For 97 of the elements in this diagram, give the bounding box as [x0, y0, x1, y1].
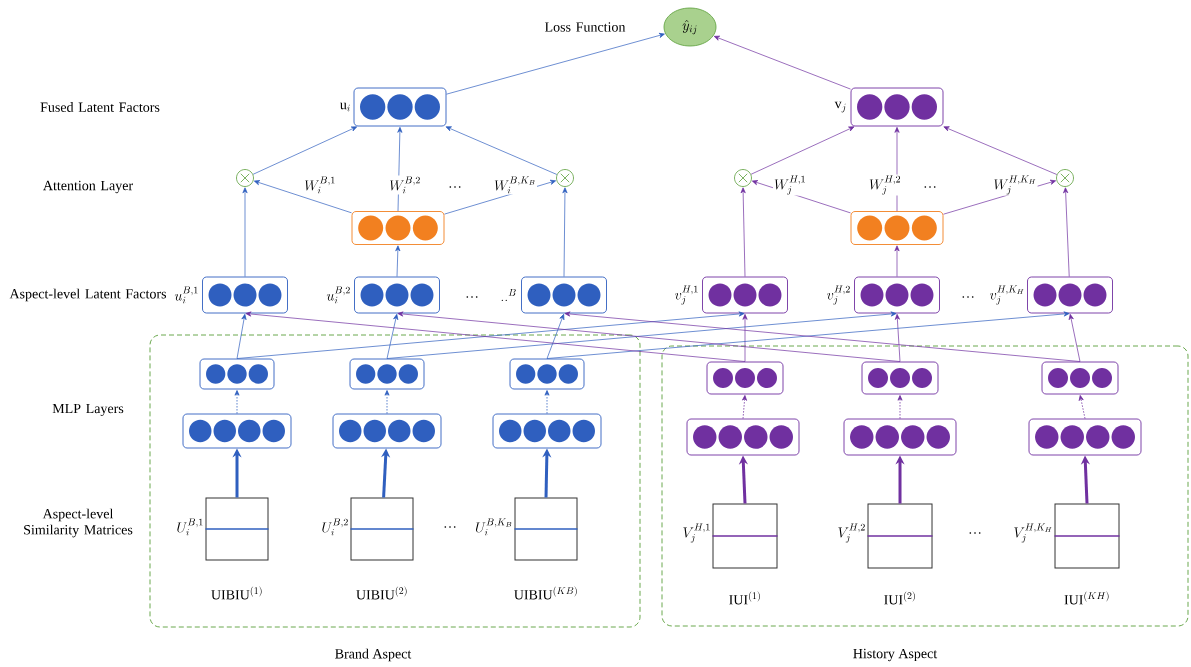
arrow [894, 245, 900, 277]
vector-box [686, 418, 800, 456]
matrix-caption: $\mathrm{UIBIU}^{(1)}$ [211, 586, 262, 600]
matrix-caption: $\mathrm{IUI}^{(1)}$ [729, 591, 760, 605]
multiply-symbol [556, 169, 574, 187]
arrow [386, 313, 399, 359]
vector-label: $\mathrm{v}_j$ [834, 101, 846, 113]
vector-box [1041, 361, 1119, 395]
arrow [384, 390, 390, 414]
matrix-square [1053, 503, 1121, 569]
matrix-caption: $\mathrm{UIBIU}^{(KB)}$ [514, 586, 577, 600]
matrix-square [204, 497, 270, 561]
ellipsis: … [969, 532, 981, 534]
matrix-square [711, 503, 779, 569]
vector-box [854, 276, 940, 314]
matrix-label: $V_j^{H,K_H}$ [1014, 523, 1052, 543]
matrix-square [866, 503, 934, 569]
vector-box [492, 413, 602, 449]
vector-box [861, 361, 939, 395]
vector-box [199, 358, 275, 390]
vector-box [706, 361, 784, 395]
row-label: MLP Layers [52, 403, 124, 417]
vector-label: $v_j^{H,2}$ [827, 285, 850, 305]
arrow [943, 126, 1058, 175]
ellipsis: … [466, 296, 478, 298]
multiply-symbol [236, 169, 254, 187]
vector-label: $v_j^{H,K_H}$ [989, 285, 1024, 305]
arrow [234, 390, 240, 414]
row-label: Aspect-level Latent Factors [9, 288, 167, 302]
arrow [252, 126, 358, 175]
vector-box [1028, 418, 1142, 456]
matrix-caption: $\mathrm{IUI}^{(KH)}$ [1064, 591, 1109, 605]
ellipsis: … [962, 296, 974, 298]
vector-label: $u_i^{B,2}$ [326, 286, 350, 304]
node-label: History Aspect [853, 648, 938, 662]
vector-box [332, 413, 442, 449]
arrow [894, 314, 901, 362]
ellipsis: … [449, 186, 461, 188]
arrow [750, 126, 855, 175]
arrow [562, 187, 568, 277]
vector-box [349, 358, 425, 390]
vector-box [702, 276, 788, 314]
matrix-caption: $\mathrm{UIBIU}^{(2)}$ [356, 586, 407, 600]
node-label: Brand Aspect [335, 648, 412, 662]
vector-box [850, 87, 944, 127]
arrow [445, 126, 558, 175]
edge-label: $W_j^{H,1}$ [772, 174, 808, 196]
row-label: Attention Layer [43, 180, 133, 194]
arrow [395, 245, 401, 277]
arrow [1078, 395, 1086, 419]
arrow [544, 390, 550, 414]
arrow [1068, 313, 1081, 362]
multiply-symbol [734, 169, 752, 187]
vector-label: $v_j^{H,1}$ [675, 285, 698, 305]
matrix-square [349, 497, 415, 561]
arrow [253, 180, 352, 214]
arrow [742, 395, 747, 419]
vector-box [843, 418, 957, 456]
arrow [236, 313, 247, 359]
edge-label: $W_i^{B,2}$ [388, 175, 422, 195]
vector-box [509, 358, 585, 390]
edge-label: $W_j^{H,2}$ [867, 174, 903, 196]
vector-label: $u_i^{B,1}$ [174, 286, 198, 304]
arrow [1063, 187, 1070, 277]
matrix-label: $U_i^{B,2}$ [322, 518, 348, 536]
matrix-label: $V_j^{H,1}$ [683, 523, 710, 543]
multiply-symbol [1056, 169, 1074, 187]
arrow [742, 314, 748, 362]
matrix-caption: $\mathrm{IUI}^{(2)}$ [884, 591, 915, 605]
arrow [897, 395, 903, 419]
row-label: Aspect-level Similarity Matrices [24, 508, 133, 538]
vector-label: $\mathrm{u}_i$ [340, 102, 350, 112]
vector-box [353, 87, 447, 127]
matrix-label: $U_i^{B,K_B}$ [475, 518, 512, 536]
arrow [242, 187, 248, 277]
ellipsis: … [924, 186, 936, 188]
attention-vector [850, 211, 944, 245]
edge-label: $W_i^{B,K_B}$ [493, 175, 537, 195]
edge-label: $W_i^{B,1}$ [303, 175, 337, 195]
edge-label: $W_j^{H,K_H}$ [992, 174, 1038, 196]
matrix-square [513, 497, 579, 561]
vector-box [182, 413, 292, 449]
arrow [446, 32, 665, 95]
arrow [713, 35, 851, 90]
arrow [740, 187, 746, 277]
row-label: Fused Latent Factors [40, 102, 160, 112]
vector-box [202, 276, 288, 314]
vector-label: $..^{B}$ [501, 288, 516, 302]
vector-box [521, 276, 607, 314]
row-label: Loss Function [544, 22, 626, 32]
vector-box [354, 276, 440, 314]
vector-box [1027, 276, 1113, 314]
matrix-label: $U_i^{B,1}$ [177, 518, 203, 536]
matrix-label: $V_j^{H,2}$ [838, 523, 865, 543]
attention-vector [351, 211, 445, 245]
arrow [546, 313, 565, 359]
ellipsis: … [444, 526, 456, 528]
